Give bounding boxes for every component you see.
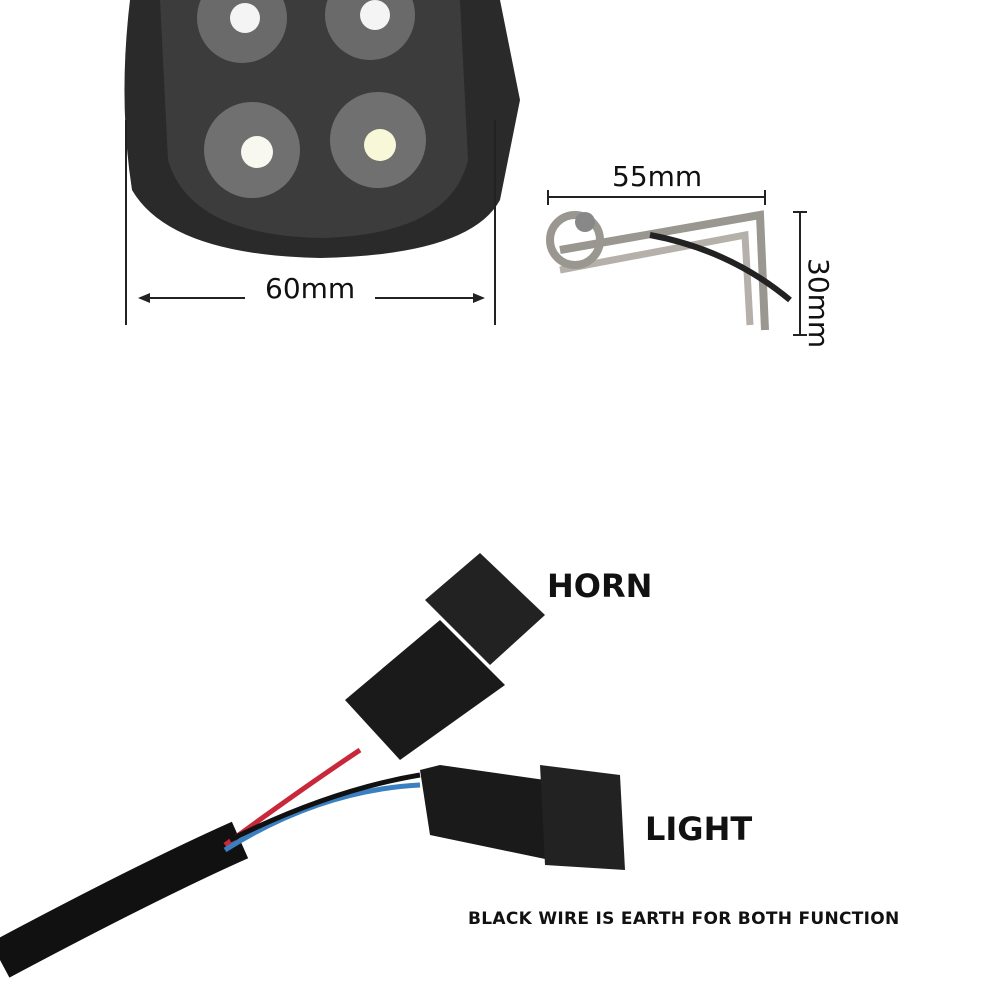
light-label: LIGHT xyxy=(645,810,753,848)
horn-label: HORN xyxy=(547,567,653,605)
light-connector xyxy=(420,765,625,870)
bracket-height-label: 30mm xyxy=(802,258,835,349)
wiring-harness xyxy=(0,553,625,978)
earth-wire-note: BLACK WIRE IS EARTH FOR BOTH FUNCTION xyxy=(468,909,900,929)
led-icon xyxy=(325,0,415,60)
led-icon xyxy=(204,102,300,198)
bracket-width-label: 55mm xyxy=(612,160,703,193)
headlight xyxy=(124,0,520,325)
led-icon xyxy=(197,0,287,63)
led-icon xyxy=(330,92,426,188)
bracket xyxy=(546,190,807,336)
width-dimension-label: 60mm xyxy=(265,272,356,305)
horn-connector xyxy=(345,553,545,760)
